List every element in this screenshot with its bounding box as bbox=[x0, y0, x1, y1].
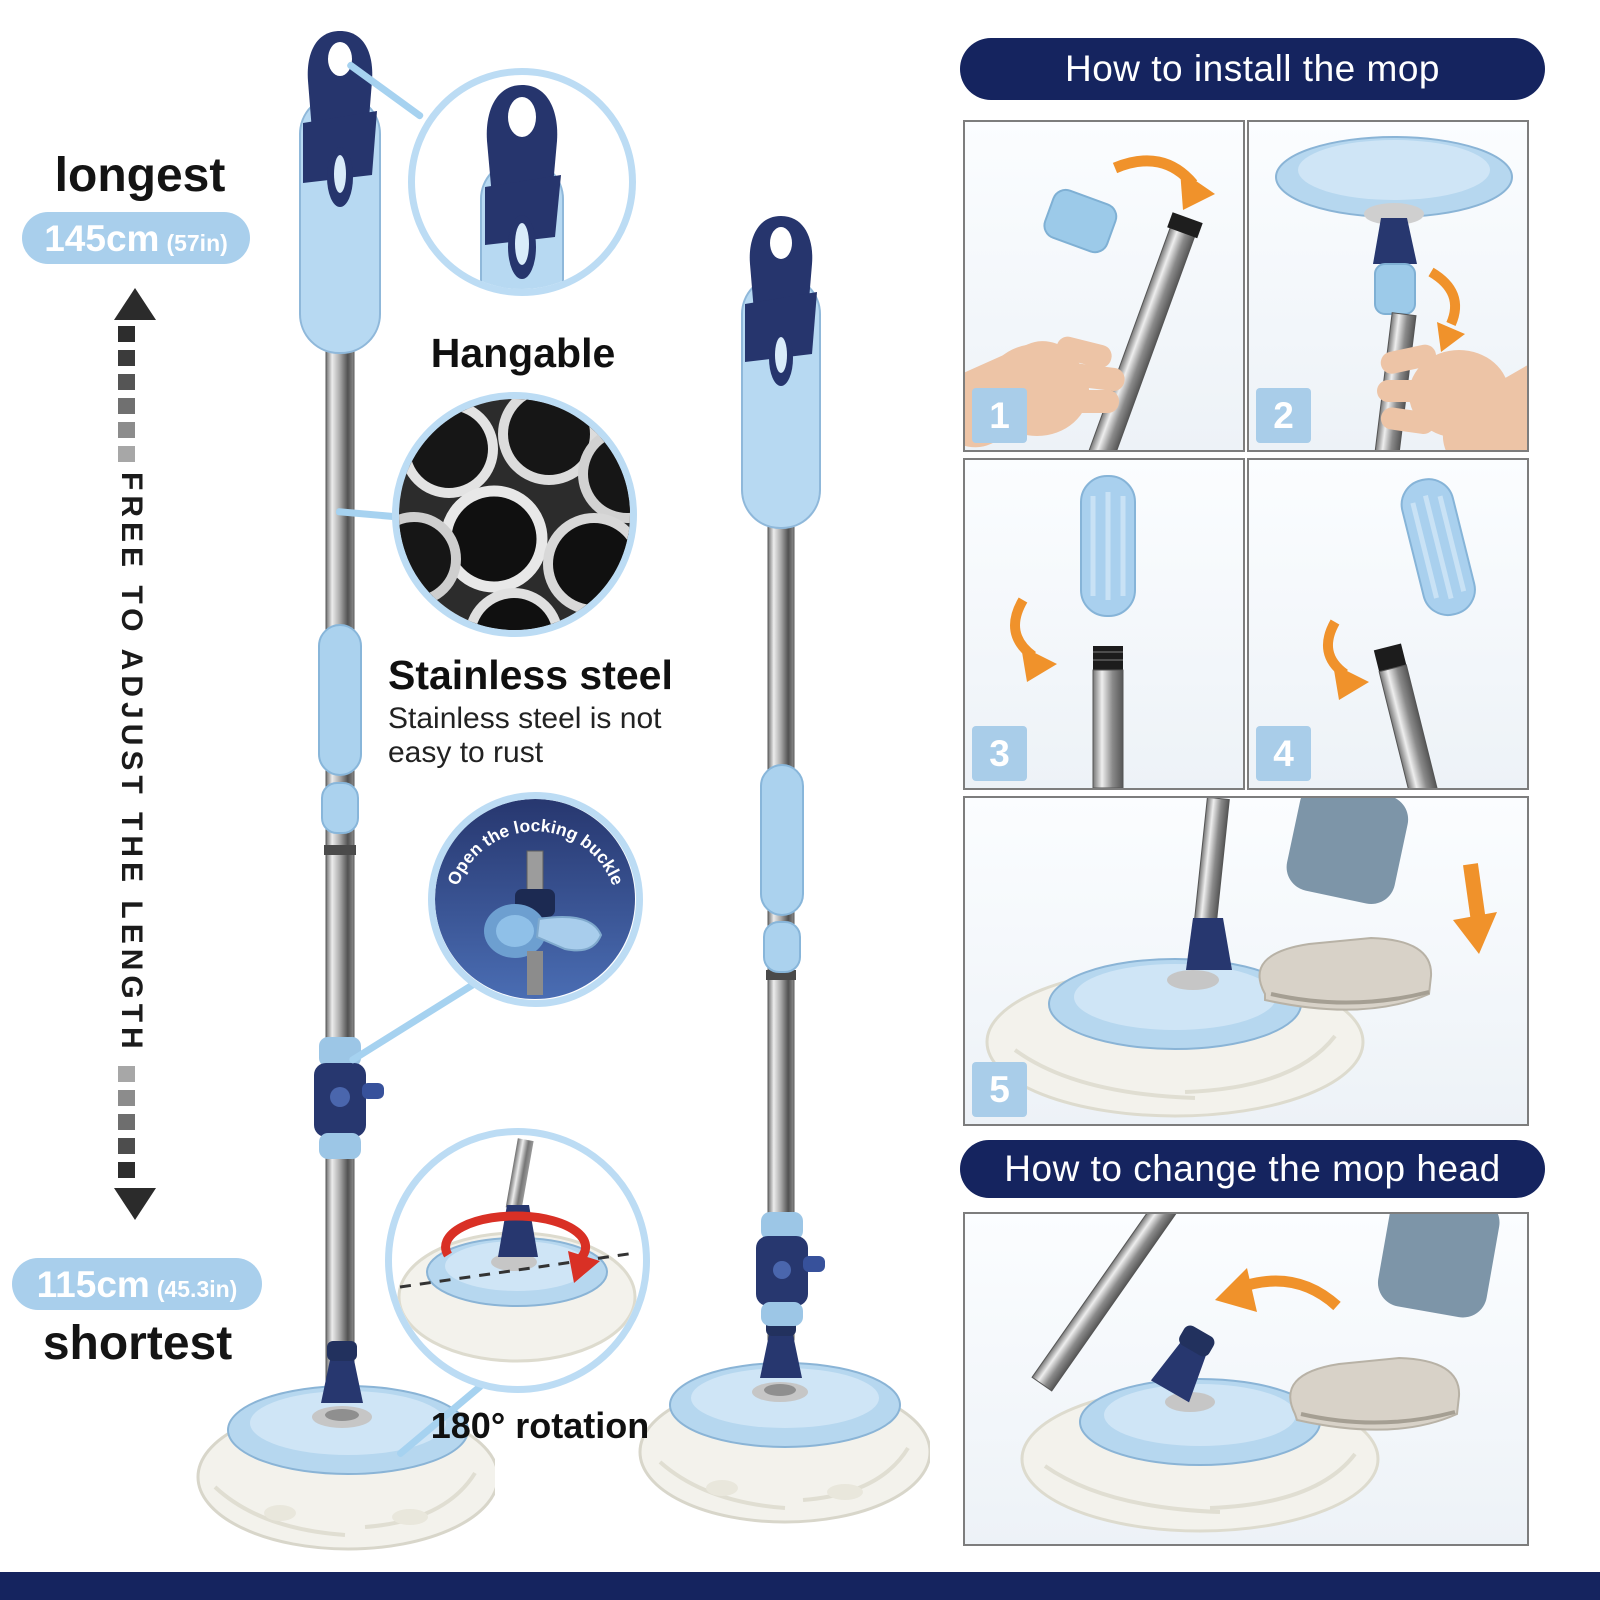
rotation-label: 180° rotation bbox=[430, 1405, 650, 1446]
step-5-photo bbox=[985, 798, 1497, 1118]
mop-locking-buckle bbox=[756, 1212, 825, 1326]
mop-pole bbox=[324, 314, 356, 1406]
mop-longest-illustration bbox=[196, 31, 495, 1551]
longest-value: 145cm bbox=[44, 218, 160, 259]
pole bbox=[1092, 646, 1124, 788]
shortest-value: 115cm bbox=[36, 1264, 150, 1305]
install-step-4-panel: 4 bbox=[1247, 458, 1529, 790]
connector-cap bbox=[1043, 188, 1118, 254]
adjust-length-label: FREE TO ADJUST THE LENGTH bbox=[115, 472, 148, 1054]
mop-grip-sleeve bbox=[318, 624, 362, 834]
grip-section bbox=[1400, 478, 1476, 617]
change-head-panel bbox=[963, 1212, 1529, 1546]
locking-buckle-callout: Open the locking buckle bbox=[428, 792, 643, 1007]
step-number-badge: 2 bbox=[1256, 388, 1311, 443]
locking-buckle-icon: Open the locking buckle bbox=[435, 799, 635, 999]
longest-unit: (57in) bbox=[166, 230, 228, 256]
mop-handle bbox=[299, 31, 381, 354]
install-section-title: How to install the mop bbox=[960, 38, 1545, 100]
longest-length-badge: 145cm (57in) bbox=[22, 212, 250, 264]
stainless-steel-title: Stainless steel bbox=[388, 652, 673, 698]
mop-head bbox=[638, 1316, 930, 1524]
mop-grip-sleeve bbox=[760, 764, 804, 973]
rotation-icon bbox=[397, 1138, 637, 1363]
pole bbox=[1192, 798, 1230, 935]
pole bbox=[1373, 643, 1439, 788]
dashed-line-top bbox=[118, 326, 135, 462]
mop-shortest-illustration bbox=[638, 216, 930, 1524]
change-head-photo bbox=[1020, 1214, 1500, 1533]
step-number-badge: 1 bbox=[972, 388, 1027, 443]
grip-section bbox=[1080, 475, 1136, 617]
hanger-loop-icon bbox=[480, 85, 564, 289]
dashed-line-bottom bbox=[118, 1066, 135, 1178]
install-step-3-panel: 3 bbox=[963, 458, 1245, 790]
hangable-label: Hangable bbox=[430, 330, 616, 376]
mop-handle bbox=[741, 216, 821, 529]
mop-locking-buckle bbox=[314, 1037, 384, 1159]
shortest-unit: (45.3in) bbox=[156, 1276, 238, 1302]
bottom-accent-bar bbox=[0, 1572, 1600, 1600]
stainless-steel-desc-line1: Stainless steel is not bbox=[388, 702, 662, 735]
step-number-badge: 3 bbox=[972, 726, 1027, 781]
shortest-label: shortest bbox=[42, 1317, 233, 1370]
arrow-up-icon bbox=[114, 288, 156, 320]
step-number-badge: 4 bbox=[1256, 726, 1311, 781]
arrow-down-icon bbox=[114, 1188, 156, 1220]
install-arrow bbox=[1428, 267, 1460, 327]
stainless-steel-desc-line2: easy to rust bbox=[388, 736, 544, 769]
step-2-photo bbox=[1275, 136, 1527, 450]
shortest-length-badge: 115cm (45.3in) bbox=[12, 1258, 262, 1310]
install-step-1-panel: 1 bbox=[963, 120, 1245, 452]
change-section-title: How to change the mop head bbox=[960, 1140, 1545, 1198]
rotation-callout bbox=[385, 1128, 650, 1393]
install-step-2-panel: 2 bbox=[1247, 120, 1529, 452]
mop-head bbox=[196, 1341, 495, 1551]
pole bbox=[1031, 1214, 1196, 1392]
leg bbox=[1286, 798, 1409, 905]
press-arrow bbox=[1453, 863, 1497, 954]
pole-stub bbox=[505, 1138, 534, 1211]
steel-tubes-icon bbox=[399, 399, 630, 630]
longest-label: longest bbox=[54, 149, 226, 202]
shoe bbox=[1289, 1356, 1461, 1431]
install-step-5-panel: 5 bbox=[963, 796, 1529, 1126]
shoe bbox=[1258, 936, 1433, 1011]
hand bbox=[1377, 344, 1527, 450]
hangable-callout bbox=[408, 68, 636, 296]
step-4-photo bbox=[1323, 478, 1476, 788]
joint bbox=[1186, 918, 1232, 970]
stainless-callout bbox=[392, 392, 637, 637]
rotation-arrow bbox=[441, 1211, 591, 1265]
step-number-badge: 5 bbox=[972, 1062, 1027, 1117]
joint bbox=[1150, 1325, 1215, 1403]
leg bbox=[1377, 1214, 1500, 1318]
step-3-photo bbox=[1010, 475, 1136, 788]
